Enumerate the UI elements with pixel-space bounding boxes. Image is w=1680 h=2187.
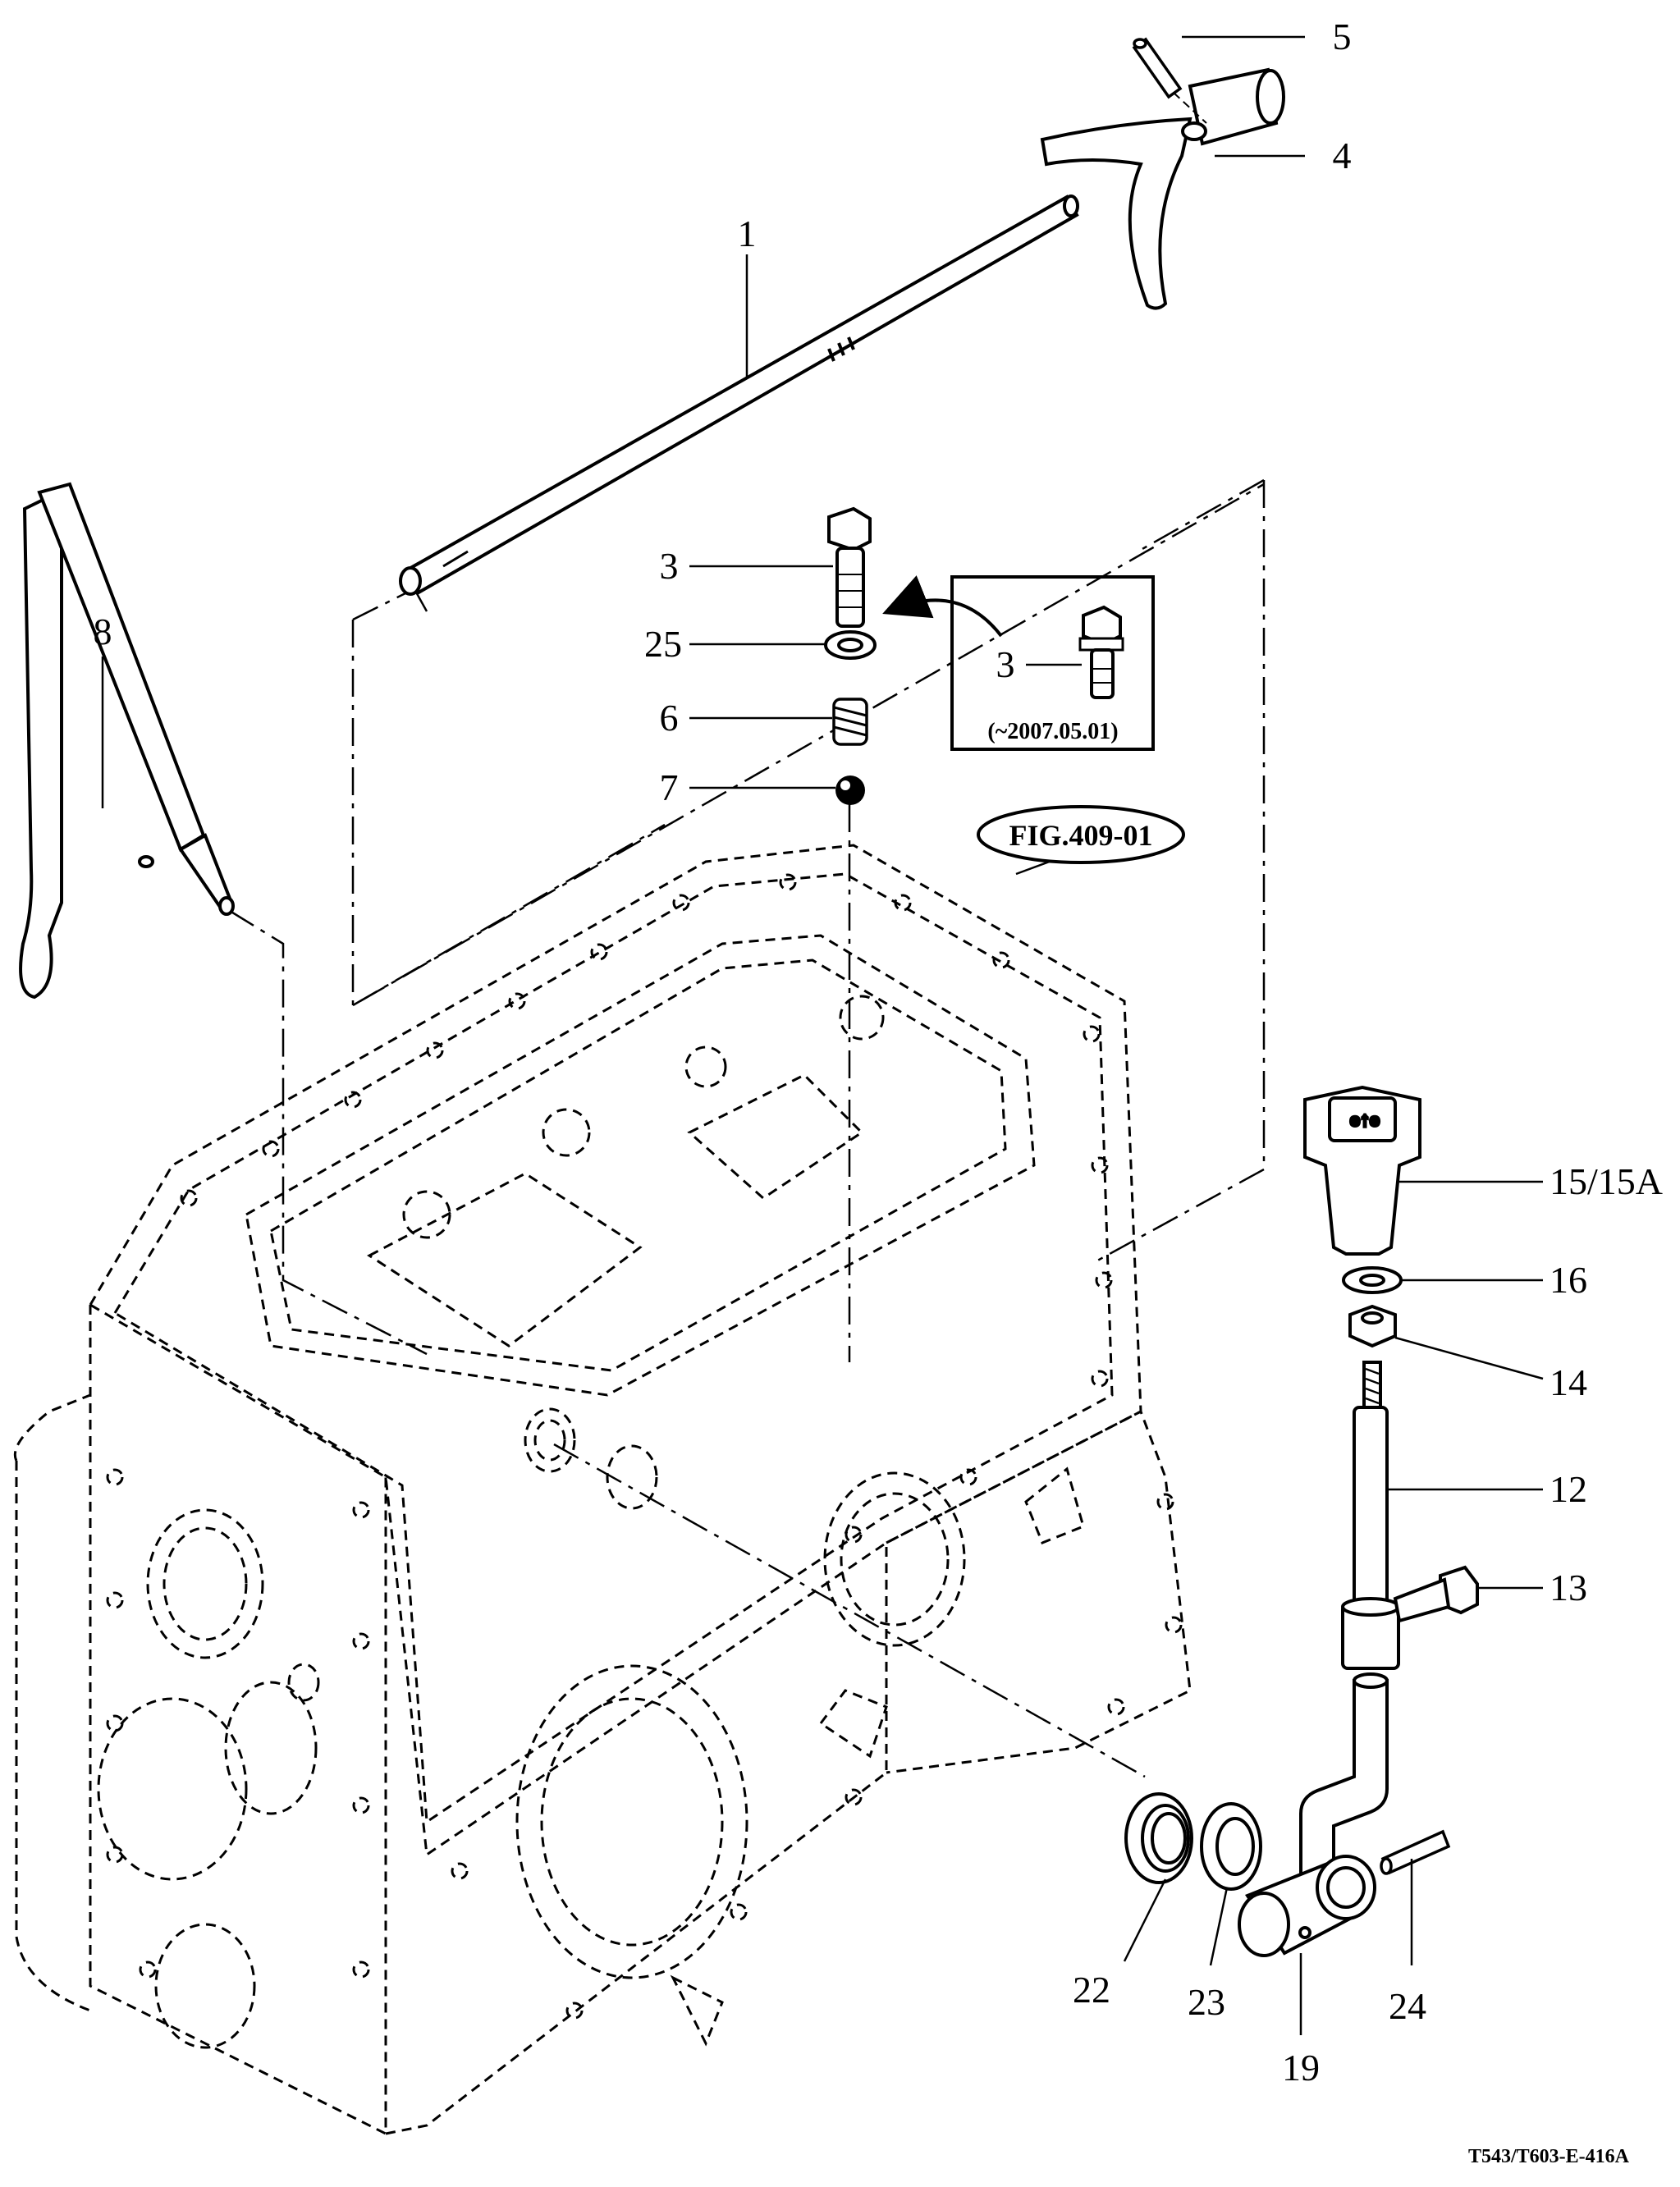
pin-part-24 [1380, 1829, 1451, 1875]
spring-pin-part-5 [1132, 37, 1207, 124]
lever-part-12 [1341, 1361, 1400, 1670]
callout-23: 23 [1188, 1981, 1225, 2023]
callout-22: 22 [1073, 1969, 1110, 2011]
callout-3-inset: 3 [996, 643, 1015, 685]
callout-14: 14 [1550, 1361, 1587, 1403]
callout-3: 3 [660, 545, 679, 587]
washer-part-25 [824, 630, 877, 660]
shift-arm-part-8 [19, 482, 235, 1000]
washer-part-16 [1342, 1266, 1403, 1294]
drawing-code: T543/T603-E-416A [1468, 2146, 1630, 2167]
shift-rod-part-1 [399, 194, 1079, 596]
callout-8: 8 [94, 611, 112, 652]
callout-12: 12 [1550, 1468, 1587, 1510]
washer-part-23 [1200, 1802, 1262, 1891]
svg-text:o↑o: o↑o [1350, 1110, 1380, 1131]
callout-19: 19 [1282, 2047, 1320, 2089]
nut-part-14 [1348, 1304, 1397, 1348]
inset-old-bolt [882, 575, 1155, 751]
bolt-part-13 [1393, 1565, 1479, 1623]
leader-lines [101, 35, 1544, 2035]
detent-ball-part-7 [835, 776, 865, 805]
assembly-guide-lines [229, 478, 1266, 1778]
detent-spring-part-6 [832, 698, 868, 746]
lever-arm-part-19 [1238, 1672, 1389, 1957]
callout-labels: 1 5 4 8 3 25 6 7 3 (~2007.05.01) 15/15A … [94, 16, 1664, 2167]
shift-fork-part-4 [1040, 67, 1285, 310]
figure-reference-text: FIG.409-01 [1009, 819, 1153, 852]
callout-1: 1 [738, 213, 757, 254]
detent-bolt-part-3 [827, 506, 872, 628]
figure-reference-callout: FIG.409-01 [977, 805, 1185, 864]
callout-24: 24 [1389, 1985, 1426, 2027]
callout-13: 13 [1550, 1567, 1587, 1608]
shift-knob-part-15: o↑o [1303, 1085, 1421, 1256]
callout-4: 4 [1333, 135, 1352, 176]
callout-7: 7 [660, 766, 679, 808]
oil-seal-part-22 [1124, 1792, 1193, 1884]
transmission-housing [13, 844, 1192, 2136]
callout-5: 5 [1333, 16, 1352, 57]
callout-6: 6 [660, 697, 679, 739]
callout-15: 15/15A [1550, 1160, 1663, 1202]
inset-date-note: (~2007.05.01) [987, 719, 1118, 744]
callout-25: 25 [644, 623, 682, 665]
callout-16: 16 [1550, 1259, 1587, 1301]
